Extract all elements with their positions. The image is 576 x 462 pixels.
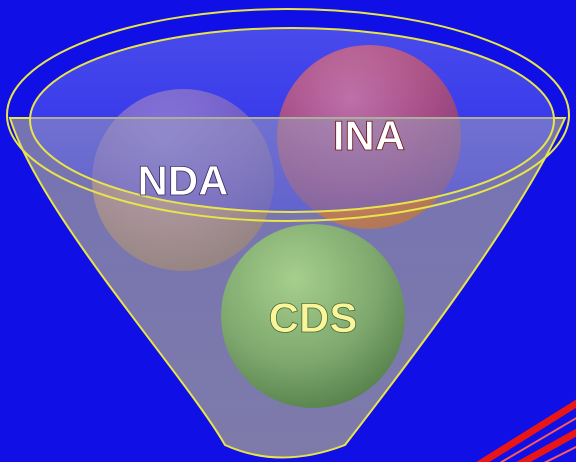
ball-label-ina: INA	[333, 112, 405, 159]
ball-cds	[221, 224, 405, 408]
funnel-outer-rim	[6, 8, 570, 222]
funnel-opening	[29, 27, 555, 213]
ball-label-cds: CDS	[269, 294, 358, 341]
red-stripes	[476, 399, 576, 462]
ball-label-nda: NDA	[138, 157, 229, 204]
